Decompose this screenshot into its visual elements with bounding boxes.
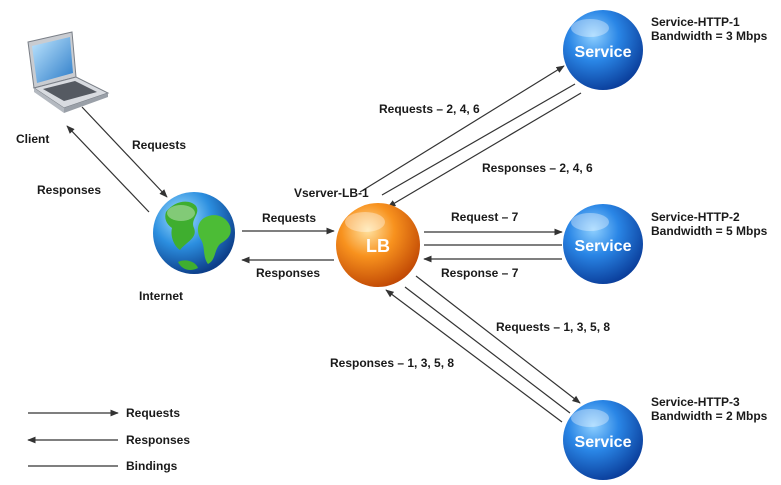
client-responses-arrow xyxy=(66,125,150,213)
lb-node: LB xyxy=(336,203,420,287)
laptop-icon xyxy=(27,31,110,113)
service-3-bandwidth: Bandwidth = 2 Mbps xyxy=(651,409,768,423)
svc3-requests-label: Requests – 1, 3, 5, 8 xyxy=(496,320,611,334)
globe-icon xyxy=(153,192,235,274)
svc1-requests-arrow xyxy=(359,65,565,193)
svc3-responses-arrow xyxy=(385,289,563,423)
service-node-2-text: Service xyxy=(575,238,632,255)
internet-responses-label: Responses xyxy=(256,266,321,280)
service-1-bandwidth: Bandwidth = 3 Mbps xyxy=(651,29,768,43)
svc1-responses-arrow xyxy=(387,92,582,208)
vserver-label: Vserver-LB-1 xyxy=(294,186,369,200)
svc1-responses-label: Responses – 2, 4, 6 xyxy=(482,161,593,175)
svc3-responses-label: Responses – 1, 3, 5, 8 xyxy=(330,356,455,370)
internet-label: Internet xyxy=(139,289,184,303)
svc3-binding-line xyxy=(404,286,571,414)
service-3-name: Service-HTTP-3 xyxy=(651,395,740,409)
svc1-requests-label: Requests – 2, 4, 6 xyxy=(379,102,480,116)
legend-bindings-label: Bindings xyxy=(126,459,178,473)
svc3-requests-arrow xyxy=(415,275,581,404)
client-responses-label: Responses xyxy=(37,183,102,197)
service-node-2: Service xyxy=(563,204,643,284)
lb-node-text: LB xyxy=(366,236,390,256)
legend-responses-label: Responses xyxy=(126,433,191,447)
service-node-1-text: Service xyxy=(575,44,632,61)
legend-requests-label: Requests xyxy=(126,406,181,420)
service-1-name: Service-HTTP-1 xyxy=(651,15,740,29)
service-node-3: Service xyxy=(563,400,643,480)
service-node-3-text: Service xyxy=(575,434,632,451)
svc2-request-label: Request – 7 xyxy=(451,210,519,224)
service-2-bandwidth: Bandwidth = 5 Mbps xyxy=(651,224,768,238)
client-requests-label: Requests xyxy=(132,138,187,152)
service-node-1: Service xyxy=(563,10,643,90)
svc2-response-label: Response – 7 xyxy=(441,266,519,280)
internet-requests-label: Requests xyxy=(262,211,317,225)
client-requests-arrow xyxy=(81,106,168,198)
client-label: Client xyxy=(16,132,50,146)
svc1-binding-line xyxy=(381,83,576,196)
service-2-name: Service-HTTP-2 xyxy=(651,210,740,224)
